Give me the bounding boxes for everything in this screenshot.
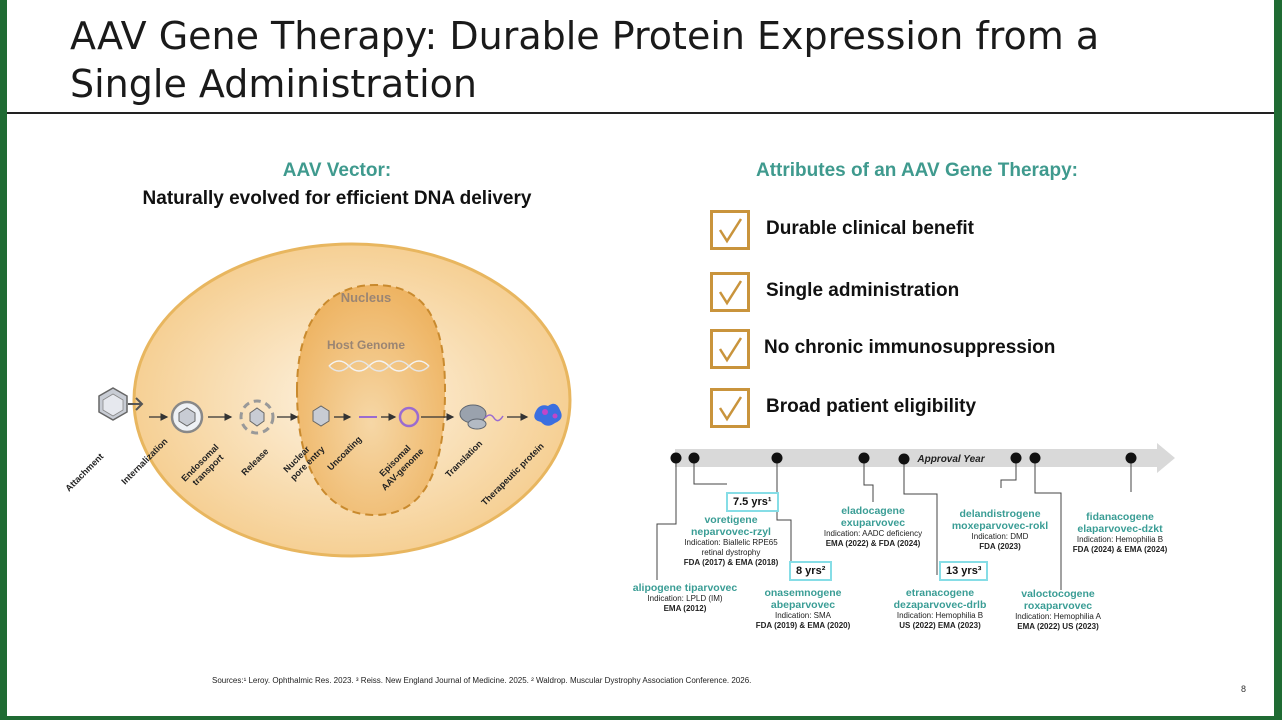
drug-alipogene: alipogene tiparvovec Indication: LPLD (I… — [625, 582, 745, 614]
drug-indication: Indication: Hemophilia B — [1076, 535, 1164, 544]
duration-badge: 8 yrs² — [789, 561, 833, 581]
host-genome-dna-icon — [328, 360, 430, 372]
drug-name: delandistrogene — [959, 508, 1041, 520]
aav-capsid-attachment-icon — [98, 387, 144, 421]
drug-eladocagene: eladocagene exuparvovec Indication: AADC… — [813, 505, 933, 549]
approval-year-label: Approval Year — [916, 454, 985, 465]
drug-indication: Indication: Hemophilia A — [1015, 612, 1101, 621]
approval-timeline-arrow — [675, 443, 1175, 473]
checkbox-icon — [710, 329, 750, 369]
drug-name: eladocagene — [841, 505, 905, 517]
drug-approval: EMA (2012) — [663, 604, 707, 613]
drug-name: alipogene tiparvovec — [632, 582, 738, 594]
drug-indication: retinal dystrophy — [701, 548, 761, 557]
ribosome-icon — [459, 404, 504, 430]
checkbox-icon — [710, 210, 750, 250]
drug-name: etranacogene — [905, 587, 975, 599]
aav-vector-heading: AAV Vector: — [282, 160, 392, 181]
nucleus-label: Nucleus — [341, 290, 392, 305]
drug-fidanacogene: fidanacogene elaparvovec-dzkt Indication… — [1056, 511, 1184, 555]
title-divider — [7, 112, 1274, 114]
drug-indication: Indication: SMA — [774, 611, 832, 620]
page-number: 8 — [1241, 684, 1247, 694]
slide-title-line1: AAV Gene Therapy: Durable Protein Expres… — [70, 14, 1100, 58]
drug-onasemnogene: onasemnogene abeparvovec Indication: SMA… — [745, 587, 861, 631]
drug-delandistrogene: delandistrogene moxeparvovec-rokl Indica… — [943, 508, 1057, 552]
drug-name: abeparvovec — [770, 599, 836, 611]
attribute-label: Broad patient eligibility — [766, 396, 977, 417]
drug-valoctocogene: valoctocogene roxaparvovec Indication: H… — [1003, 588, 1113, 632]
therapeutic-protein-icon — [534, 403, 562, 426]
timeline-dots — [670, 452, 1137, 465]
aav-vector-subheading: Naturally evolved for efficient DNA deli… — [142, 188, 532, 209]
attributes-heading: Attributes of an AAV Gene Therapy: — [756, 160, 1078, 181]
drug-voretigene: voretigene neparvovec-rzyl Indication: B… — [667, 514, 795, 568]
drug-indication: Indication: Hemophilia B — [896, 611, 984, 620]
episome-icon — [398, 406, 420, 428]
slide: AAV Gene Therapy: Durable Protein Expres… — [7, 0, 1274, 716]
drug-indication: Indication: DMD — [971, 532, 1029, 541]
drug-name: onasemnogene — [764, 587, 842, 599]
timeline-connectors — [656, 458, 1132, 590]
drug-name: exuparvovec — [840, 517, 906, 529]
checkbox-icon — [710, 388, 750, 428]
drug-approval: FDA (2019) & EMA (2020) — [755, 621, 851, 630]
aav-transduction-diagram: Nucleus Host Genome Attachment Internali… — [63, 242, 1175, 590]
drug-approval: FDA (2017) & EMA (2018) — [683, 558, 779, 567]
drug-name: fidanacogene — [1086, 511, 1154, 523]
duration-badge: 7.5 yrs¹ — [726, 492, 779, 512]
drug-indication: Indication: AADC deficiency — [823, 529, 923, 538]
endosome-icon — [170, 400, 204, 434]
drug-name: elaparvovec-dzkt — [1077, 523, 1163, 535]
checkbox-icon — [710, 272, 750, 312]
drug-approval: EMA (2022) US (2023) — [1017, 622, 1099, 631]
drug-approval: FDA (2023) — [979, 542, 1021, 551]
sources-footnote: Sources:¹ Leroy. Ophthalmic Res. 2023. ³… — [212, 676, 752, 685]
duration-badge: 13 yrs³ — [939, 561, 989, 581]
drug-name: voretigene — [704, 514, 758, 526]
host-genome-label: Host Genome — [327, 338, 405, 352]
nuclear-entry-capsid-icon — [312, 405, 330, 427]
attribute-label: Single administration — [766, 280, 960, 301]
drug-approval: US (2022) EMA (2023) — [899, 621, 981, 630]
drug-name: valoctocogene — [1021, 588, 1095, 600]
attribute-label: No chronic immunosuppression — [764, 337, 1056, 358]
drug-name: dezaparvovec-drlb — [893, 599, 987, 611]
step-label-attachment: Attachment — [63, 451, 105, 493]
slide-title-line2: Single Administration — [70, 62, 477, 106]
release-icon — [239, 399, 275, 435]
slide-title: AAV Gene Therapy: Durable Protein Expres… — [70, 12, 1220, 108]
attribute-label: Durable clinical benefit — [766, 218, 974, 239]
drug-name: moxeparvovec-rokl — [951, 520, 1049, 532]
drug-name: neparvovec-rzyl — [691, 526, 771, 538]
drug-name: roxaparvovec — [1023, 600, 1093, 612]
drug-approval: EMA (2022) & FDA (2024) — [825, 539, 921, 548]
drug-etranacogene: etranacogene dezaparvovec-drlb Indicatio… — [884, 587, 996, 631]
drug-indication: Indication: LPLD (IM) — [647, 594, 723, 603]
drug-indication: Indication: Biallelic RPE65 — [684, 538, 778, 547]
drug-approval: FDA (2024) & EMA (2024) — [1072, 545, 1168, 554]
nucleus-envelope — [295, 283, 447, 517]
